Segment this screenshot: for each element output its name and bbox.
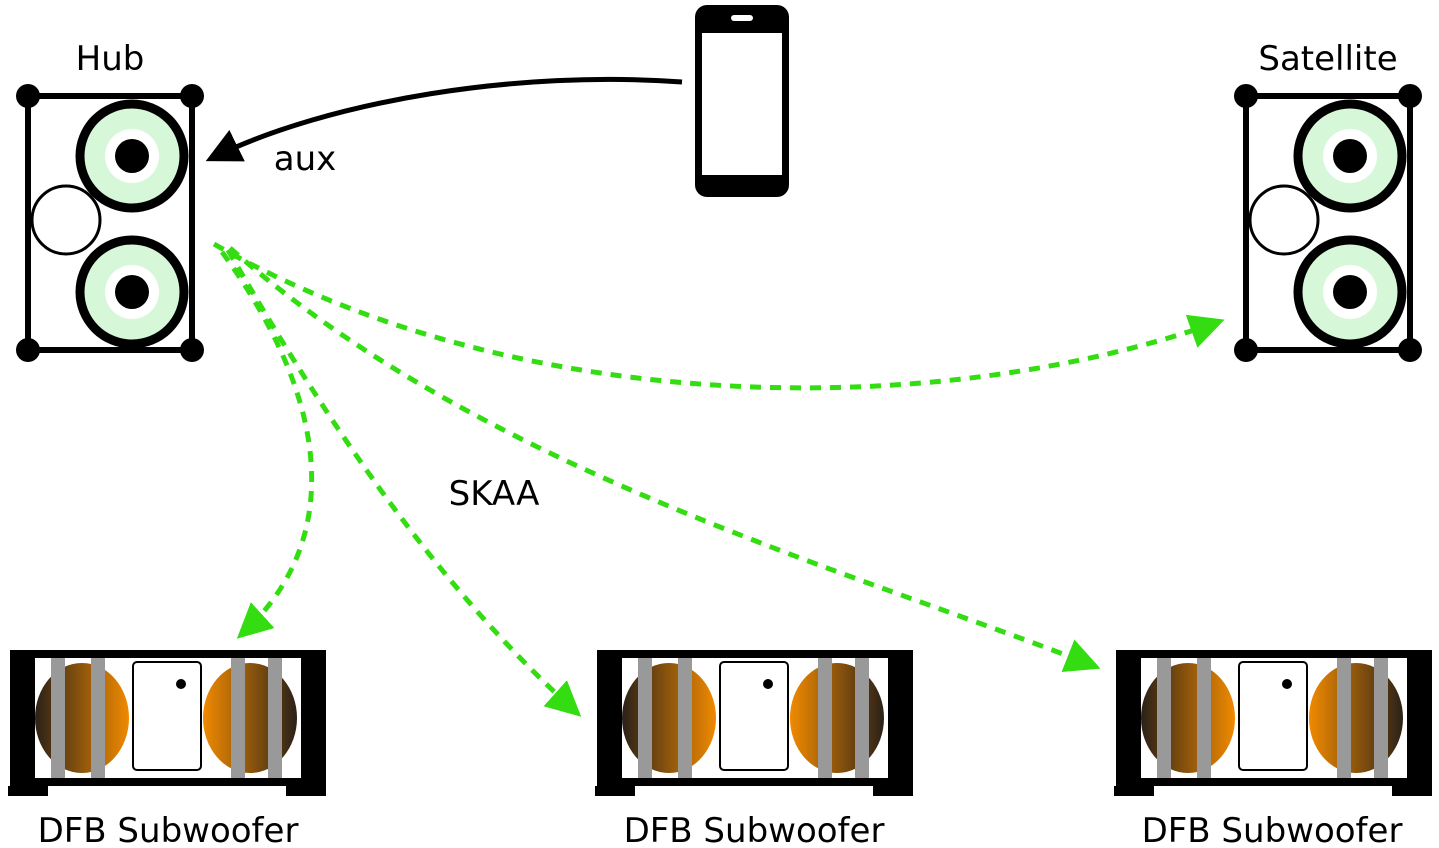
hub-label: Hub xyxy=(76,39,145,79)
aux-edge-label: aux xyxy=(274,139,337,179)
subwoofer-2-label: DFB Subwoofer xyxy=(624,811,885,848)
satellite-label: Satellite xyxy=(1258,39,1397,79)
subwoofer-icon xyxy=(594,649,914,797)
phone-device xyxy=(695,5,789,197)
subwoofer-icon xyxy=(1113,649,1433,797)
subwoofer-3: DFB Subwoofer xyxy=(1113,649,1433,848)
hub-speaker: Hub xyxy=(16,39,204,362)
skaa-link-satellite xyxy=(212,241,1225,391)
satellite-speaker: Satellite xyxy=(1234,39,1422,362)
hub-speaker-icon xyxy=(16,84,204,362)
satellite-speaker-icon xyxy=(1234,84,1422,362)
skaa-wireless-links xyxy=(212,241,1225,717)
subwoofer-2: DFB Subwoofer xyxy=(594,649,914,848)
skaa-link-subwoofer-3 xyxy=(228,246,1101,673)
subwoofer-3-label: DFB Subwoofer xyxy=(1142,811,1403,848)
skaa-link-subwoofer-2 xyxy=(225,248,582,717)
skaa-edge-label: SKAA xyxy=(449,474,540,514)
skaa-link-subwoofer-1 xyxy=(219,250,315,639)
subwoofer-1: DFB Subwoofer xyxy=(7,649,327,848)
aux-connection-arrow xyxy=(205,76,683,162)
subwoofer-icon xyxy=(7,649,327,797)
subwoofer-1-label: DFB Subwoofer xyxy=(38,811,299,848)
